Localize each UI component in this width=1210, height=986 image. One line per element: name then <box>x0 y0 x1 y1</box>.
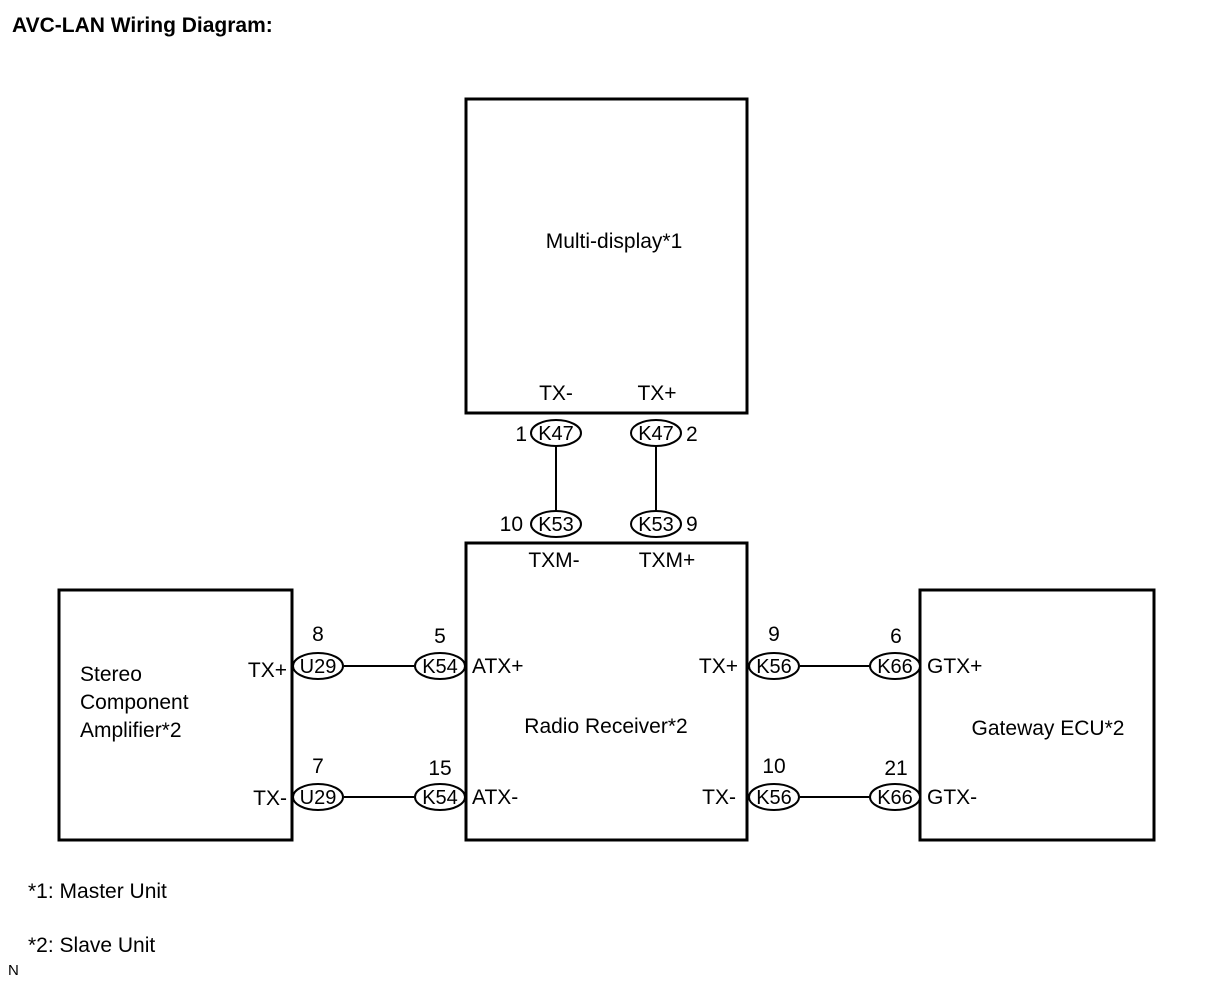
connector-k53-b: K53 <box>630 510 682 538</box>
stereo-amplifier-box <box>57 588 294 842</box>
connector-k53-a: K53 <box>530 510 582 538</box>
connector-k54-a: K54 <box>414 652 466 680</box>
connector-label: K66 <box>877 656 913 678</box>
connector-label: K53 <box>638 514 674 536</box>
connector-k56-a: K56 <box>748 652 800 680</box>
connector-k56-b: K56 <box>748 783 800 811</box>
terminal-label: GTX+ <box>927 655 982 678</box>
note-slave-unit: *2: Slave Unit <box>28 934 156 957</box>
terminal-label: ATX+ <box>472 655 524 678</box>
stereo-amplifier-label-line-3: Amplifier*2 <box>80 719 182 742</box>
pin-number: 8 <box>312 623 324 646</box>
connector-label: K56 <box>756 656 792 678</box>
gateway-ecu-label: Gateway ECU*2 <box>972 717 1125 740</box>
connector-label: U29 <box>300 656 337 678</box>
pin-number: 9 <box>768 623 780 646</box>
connector-label: K56 <box>756 787 792 809</box>
stereo-amplifier-label-line-2: Component <box>80 691 189 714</box>
pin-number: 9 <box>686 513 698 536</box>
multi-display-box <box>464 97 749 415</box>
terminal-label: TX- <box>539 382 573 405</box>
connector-label: K54 <box>422 787 458 809</box>
multi-display-label: Multi-display*1 <box>546 230 683 253</box>
pin-number: 15 <box>428 757 451 780</box>
terminal-label: ATX- <box>472 786 518 809</box>
connector-k66-a: K66 <box>869 652 921 680</box>
connector-label: K54 <box>422 656 458 678</box>
pin-number: 10 <box>762 755 785 778</box>
connector-label: K47 <box>538 423 574 445</box>
terminal-label: TX+ <box>248 659 287 682</box>
pin-number: 10 <box>500 513 523 536</box>
connector-label: U29 <box>300 787 337 809</box>
radio-receiver-box <box>464 541 749 842</box>
pin-number: 6 <box>890 625 902 648</box>
terminal-label: TX- <box>702 786 736 809</box>
gateway-ecu-box <box>918 588 1156 842</box>
pin-number: 1 <box>515 423 527 446</box>
pin-number: 2 <box>686 423 698 446</box>
terminal-label: TX+ <box>637 382 676 405</box>
terminal-label: TX+ <box>699 655 738 678</box>
connector-label: K47 <box>638 423 674 445</box>
connector-u29-a: U29 <box>292 652 344 680</box>
note-master-unit: *1: Master Unit <box>28 880 167 903</box>
connector-label: K53 <box>538 514 574 536</box>
terminal-label: TXM+ <box>639 549 696 572</box>
connector-k66-b: K66 <box>869 783 921 811</box>
connector-label: K66 <box>877 787 913 809</box>
stereo-amplifier-label-line-1: Stereo <box>80 663 142 686</box>
terminal-label: GTX- <box>927 786 977 809</box>
terminal-label: TXM- <box>528 549 579 572</box>
pin-number: 5 <box>434 625 446 648</box>
connector-k54-b: K54 <box>414 783 466 811</box>
pin-number: 7 <box>312 755 324 778</box>
pin-number: 21 <box>884 757 907 780</box>
terminal-label: TX- <box>253 787 287 810</box>
corner-mark: N <box>8 962 19 979</box>
connector-k47-a: K47 <box>530 419 582 447</box>
radio-receiver-label: Radio Receiver*2 <box>524 715 687 738</box>
page-title: AVC-LAN Wiring Diagram: <box>12 14 273 37</box>
connector-k47-b: K47 <box>630 419 682 447</box>
connector-u29-b: U29 <box>292 783 344 811</box>
